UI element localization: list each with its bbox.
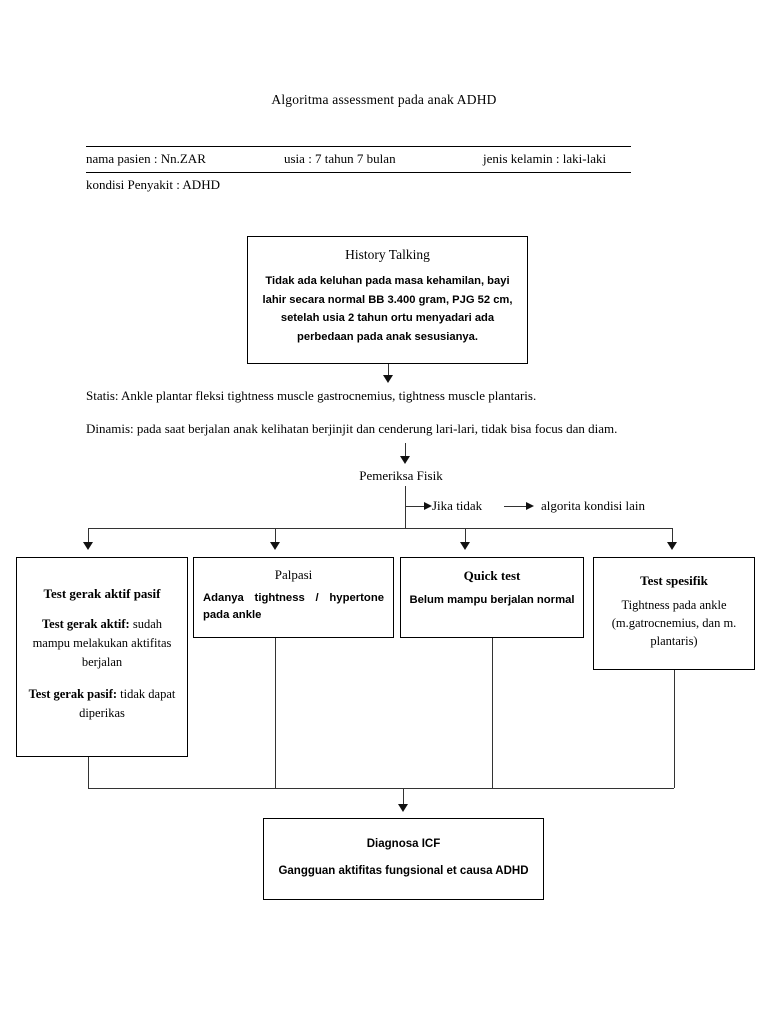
- test-gerak-pasif-label: Test gerak pasif:: [28, 687, 118, 701]
- connector-pemeriksa-to-distribution: [405, 486, 406, 528]
- diagnosa-icf-body: Gangguan aktifitas fungsional et causa A…: [278, 865, 529, 877]
- arrow-to-diagnosa: [398, 804, 408, 812]
- connector-merge-to-diagnosa: [403, 788, 404, 807]
- pemeriksa-fisik-label: Pemeriksa Fisik: [0, 468, 768, 484]
- arrow-to-aktif-pasif: [83, 542, 93, 550]
- test-gerak-aktif-label: Test gerak aktif:: [41, 617, 130, 631]
- connector-to-test-spesifik: [672, 528, 673, 545]
- jika-tidak-label: Jika tidak: [432, 498, 483, 513]
- palpasi-box: Palpasi Adanya tightness / hypertone pad…: [193, 557, 394, 638]
- connector-palpasi-to-merge: [275, 638, 276, 788]
- arrow-algoritma-kondisi-lain: [526, 501, 534, 510]
- connector-test-spesifik-to-merge: [674, 670, 675, 788]
- patient-condition-cell: kondisi Penyakit : ADHD: [86, 177, 220, 192]
- connector-history-to-statis: [388, 364, 389, 378]
- page-title: Algoritma assessment pada anak ADHD: [271, 92, 497, 107]
- pemeriksa-fisik-text: Pemeriksa Fisik: [359, 468, 443, 483]
- test-gerak-pasif-value: tidak dapat diperikas: [79, 687, 176, 720]
- diagnosa-icf-title: Diagnosa ICF: [366, 838, 441, 850]
- merge-bar: [88, 788, 674, 789]
- test-gerak-aktif-pasif-box: Test gerak aktif pasif Test gerak aktif:…: [16, 557, 188, 757]
- patient-gender-cell: jenis kelamin : laki-laki: [483, 151, 607, 166]
- test-gerak-aktif-pasif-title: Test gerak aktif pasif: [43, 586, 161, 601]
- patient-info-row: nama pasien : Nn.ZAR usia : 7 tahun 7 bu…: [86, 147, 631, 172]
- connector-branch-jika-tidak: [405, 506, 427, 507]
- connector-aktif-pasif-to-merge: [88, 757, 89, 788]
- connector-to-palpasi: [275, 528, 276, 545]
- patient-name-cell: nama pasien : Nn.ZAR: [86, 151, 206, 166]
- statis-paragraph: Statis: Ankle plantar fleksi tightness m…: [86, 388, 537, 403]
- connector-dinamis-to-pemeriksa: [405, 443, 406, 459]
- test-gerak-aktif-item: Test gerak aktif: sudah mampu melakukan …: [25, 615, 179, 672]
- arrow-to-test-spesifik: [667, 542, 677, 550]
- diagnosa-icf-box: Diagnosa ICF Gangguan aktifitas fungsion…: [263, 818, 544, 900]
- patient-condition-row: kondisi Penyakit : ADHD: [86, 173, 631, 195]
- arrow-jika-tidak: [424, 501, 432, 510]
- arrow-dinamis-to-pemeriksa: [400, 456, 410, 464]
- algoritma-kondisi-lain-label: algorita kondisi lain: [541, 498, 645, 513]
- connector-to-quick-test: [465, 528, 466, 545]
- arrow-to-palpasi: [270, 542, 280, 550]
- quick-test-title: Quick test: [463, 568, 521, 583]
- quick-test-box: Quick test Belum mampu berjalan normal: [400, 557, 584, 638]
- test-spesifik-title: Test spesifik: [640, 573, 708, 588]
- test-gerak-aktif-value: sudah mampu melakukan aktifitas berjalan: [32, 617, 172, 669]
- distribution-bar: [88, 528, 672, 529]
- connector-to-aktif-pasif: [88, 528, 89, 545]
- quick-test-body: Belum mampu berjalan normal: [409, 594, 575, 606]
- arrow-to-quick-test: [460, 542, 470, 550]
- palpasi-body: Adanya tightness / hypertone pada ankle: [203, 592, 384, 621]
- history-talking-box: History Talking Tidak ada keluhan pada m…: [247, 236, 528, 364]
- table-rule-top: [86, 146, 631, 147]
- test-gerak-pasif-item: Test gerak pasif: tidak dapat diperikas: [25, 685, 179, 723]
- test-spesifik-box: Test spesifik Tightness pada ankle (m.ga…: [593, 557, 755, 670]
- arrow-history-to-statis: [383, 375, 393, 383]
- patient-age-cell: usia : 7 tahun 7 bulan: [284, 151, 396, 166]
- patient-info-table: nama pasien : Nn.ZAR usia : 7 tahun 7 bu…: [86, 146, 631, 195]
- history-talking-body: Tidak ada keluhan pada masa kehamilan, b…: [262, 275, 513, 343]
- history-talking-title: History Talking: [345, 247, 430, 262]
- test-spesifik-body: Tightness pada ankle (m.gatrocnemius, da…: [611, 598, 737, 648]
- dinamis-paragraph: Dinamis: pada saat berjalan anak kelihat…: [86, 421, 618, 436]
- connector-quick-test-to-merge: [492, 638, 493, 788]
- connector-jika-tidak-to-algoritma: [504, 506, 528, 507]
- table-rule-middle: [86, 172, 631, 173]
- palpasi-title: Palpasi: [274, 567, 313, 582]
